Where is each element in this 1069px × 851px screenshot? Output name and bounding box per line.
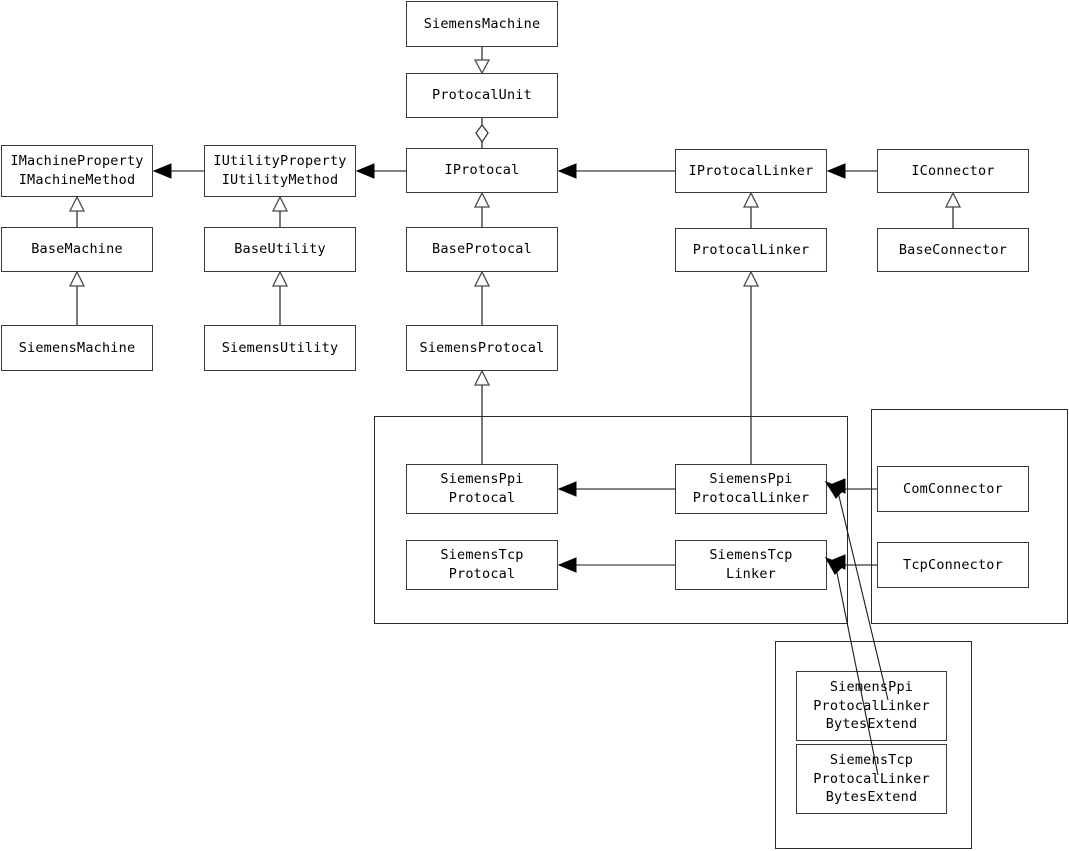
class-box-tcp-bytes-extend[interactable]: SiemensTcp ProtocalLinker BytesExtend: [796, 744, 947, 814]
class-box-iconnector[interactable]: IConnector: [877, 149, 1029, 193]
class-box-siemens-machine-top[interactable]: SiemensMachine: [406, 1, 558, 47]
class-box-siemens-protocal[interactable]: SiemensProtocal: [406, 325, 558, 371]
class-box-siemens-machine[interactable]: SiemensMachine: [1, 325, 153, 371]
class-box-iprotocal-linker[interactable]: IProtocalLinker: [675, 149, 827, 193]
class-box-siemens-utility[interactable]: SiemensUtility: [204, 325, 356, 371]
class-box-base-machine[interactable]: BaseMachine: [1, 227, 153, 272]
class-box-com-connector[interactable]: ComConnector: [877, 466, 1029, 512]
class-box-siemens-ppi-protocal[interactable]: SiemensPpi Protocal: [406, 464, 558, 514]
class-box-imachine-property[interactable]: IMachineProperty IMachineMethod: [1, 145, 153, 197]
group-connector-implementations: [871, 409, 1068, 624]
group-protocal-implementations: [374, 416, 848, 624]
class-box-siemens-tcp-linker[interactable]: SiemensTcp Linker: [675, 540, 827, 590]
class-box-ppi-bytes-extend[interactable]: SiemensPpi ProtocalLinker BytesExtend: [796, 671, 947, 741]
class-box-siemens-ppi-linker[interactable]: SiemensPpi ProtocalLinker: [675, 464, 827, 514]
class-box-base-utility[interactable]: BaseUtility: [204, 227, 356, 272]
class-box-iutility-property[interactable]: IUtilityProperty IUtilityMethod: [204, 145, 356, 197]
class-box-base-connector[interactable]: BaseConnector: [877, 228, 1029, 272]
class-box-protocal-unit[interactable]: ProtocalUnit: [406, 73, 558, 118]
class-box-base-protocal[interactable]: BaseProtocal: [406, 227, 558, 272]
class-box-protocal-linker[interactable]: ProtocalLinker: [675, 228, 827, 272]
class-box-siemens-tcp-protocal[interactable]: SiemensTcp Protocal: [406, 540, 558, 590]
class-box-tcp-connector[interactable]: TcpConnector: [877, 542, 1029, 588]
class-box-iprotocal[interactable]: IProtocal: [406, 148, 558, 193]
